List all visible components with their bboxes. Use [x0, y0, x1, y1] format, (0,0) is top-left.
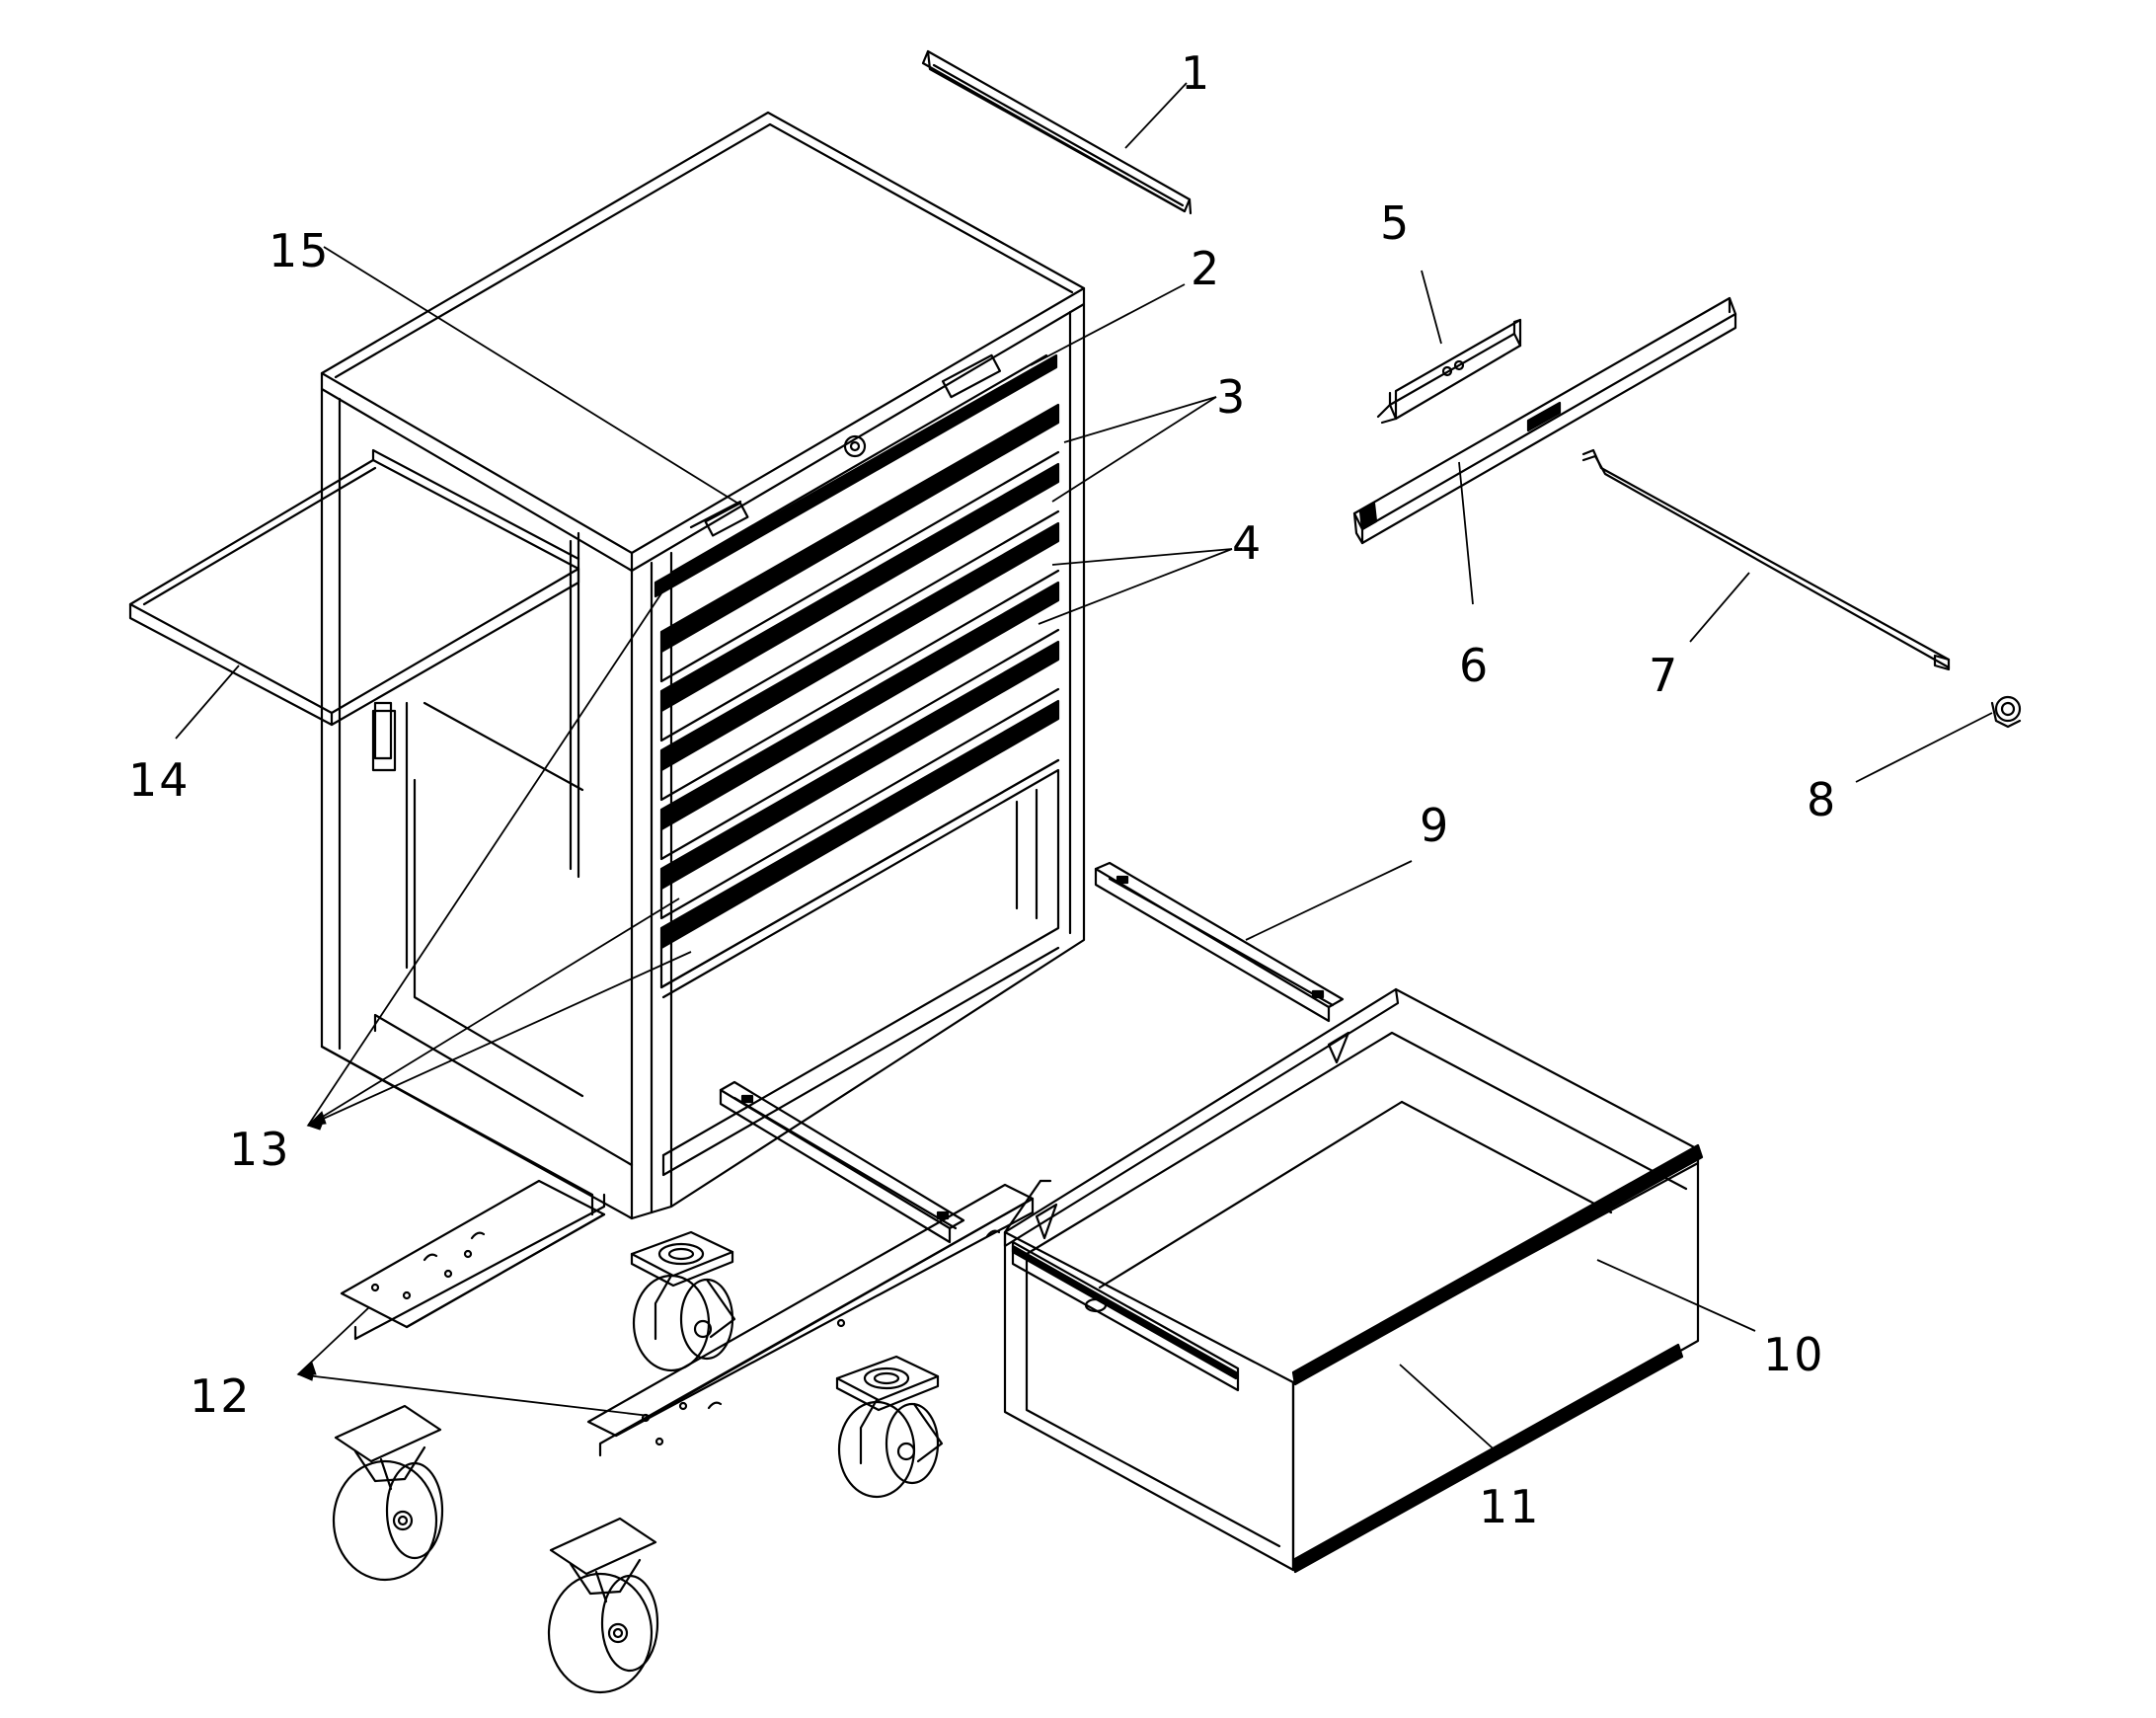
part-6-drawer-rail: [1352, 296, 1737, 545]
leader-5: [1421, 270, 1442, 345]
callout-14: 14: [128, 753, 191, 807]
part-8-bolt: [1990, 695, 2022, 729]
callout-3: 3: [1216, 370, 1247, 424]
callout-13: 13: [229, 1123, 291, 1176]
callout-8: 8: [1807, 773, 1837, 826]
callout-11: 11: [1479, 1480, 1541, 1533]
part-14-side-shelf: [128, 448, 580, 760]
leader-lines: [175, 82, 1993, 1456]
caster-front-center: [547, 1517, 659, 1694]
leader-12b: [297, 1373, 651, 1417]
leader-9: [1245, 860, 1413, 941]
leader-3a: [1063, 396, 1217, 443]
callout-9: 9: [1420, 799, 1450, 852]
callout-6: 6: [1459, 639, 1490, 692]
callout-5: 5: [1380, 196, 1411, 250]
arrow-12b: [296, 1369, 315, 1381]
callout-15: 15: [269, 224, 331, 277]
cabinet-body: [320, 111, 1086, 1220]
leader-13a: [307, 584, 668, 1127]
callout-4: 4: [1232, 516, 1263, 570]
leader-2: [1030, 283, 1186, 366]
part-10-drawer: [1003, 987, 1704, 1574]
leader-13c: [307, 951, 692, 1127]
leader-12a: [297, 1306, 370, 1375]
part-9-drawer-slide-right: [1094, 861, 1345, 1023]
leader-14: [175, 664, 240, 740]
drawer-slide-left: [719, 1080, 965, 1244]
callout-12: 12: [190, 1369, 252, 1423]
leader-7: [1689, 572, 1750, 643]
callout-7: 7: [1649, 649, 1679, 702]
leader-10: [1596, 1259, 1756, 1332]
arrow-13b: [306, 1119, 325, 1131]
front-drawer-slats: [659, 403, 1060, 989]
leader-4a: [1051, 548, 1233, 566]
callout-1: 1: [1181, 46, 1211, 100]
leader-3b: [1051, 396, 1217, 503]
leader-11: [1399, 1364, 1502, 1456]
leader-1: [1124, 82, 1188, 149]
callout-labels: 1 2 3 4 5 6 7 8 9 10 11 12 13 14 15: [128, 46, 1837, 1533]
part-5-bracket: [1376, 318, 1522, 425]
callout-10: 10: [1763, 1328, 1825, 1381]
caster-rear-left: [630, 1230, 736, 1372]
leader-13b: [307, 898, 680, 1127]
leader-6: [1458, 461, 1474, 605]
leader-15: [323, 246, 739, 505]
caster-front-left: [332, 1404, 444, 1582]
leader-8: [1855, 712, 1993, 783]
caster-front-right: [835, 1355, 944, 1499]
part-12-base-channel-right: [586, 1183, 1035, 1457]
part-1-top-channel: [921, 49, 1193, 215]
part-7-lock-rod: [1581, 448, 1951, 671]
leader-4b: [1038, 548, 1233, 625]
part-12-base-channel-left: [340, 1179, 606, 1341]
callout-2: 2: [1191, 242, 1221, 295]
